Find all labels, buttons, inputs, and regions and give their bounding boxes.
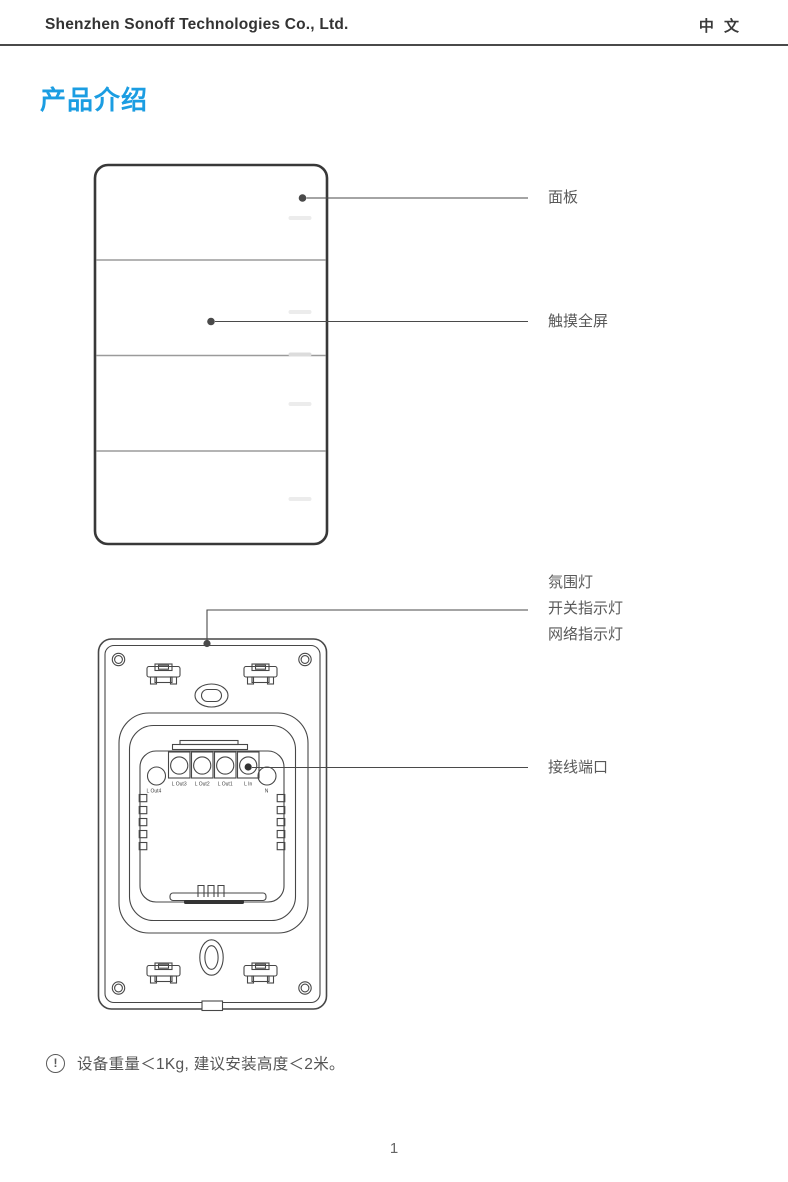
module-side-notches [138,793,286,851]
callout-label-panel: 面板 [548,189,579,206]
page-header: Shenzhen Sonoff Technologies Co., Ltd. 中… [0,0,788,46]
switch-module-body [139,750,285,903]
terminal-hole [257,766,277,786]
module-bottom-detail [169,884,267,904]
weight-note: ! 设备重量＜1Kg, 建议安装高度＜2米。 [46,1052,345,1074]
terminal-top-bar [171,743,249,751]
callout-label-ambient-light: 氛围灯 [548,574,594,591]
terminal-top-bar [179,739,239,746]
callout-label-terminal: 接线端口 [548,759,609,776]
screw-icon [111,652,126,667]
callout-dot-touch [207,317,215,326]
terminal-label: L In [244,782,252,788]
panel-dividers [96,259,326,452]
callout-dot-terminal [244,763,252,771]
bottom-tab [201,1000,224,1012]
top-oval-opening [194,683,229,708]
screw-icon [111,981,126,995]
back-plate-inner [104,644,321,1004]
section-title: 产品介绍 [40,85,149,115]
page-number: 1 [389,1140,399,1157]
callout-label-switch-indicator: 开关指示灯 [548,600,624,617]
keyhole-slot [199,939,224,976]
screw-icon [298,652,312,667]
clip-icon [243,962,278,984]
terminal-cells [146,751,277,786]
back-panel-diagram: L Out3 L Out2 L Out1 L In L Out4 N [97,609,528,1012]
callout-dot-indicators [203,639,211,648]
clip-icon [146,962,181,984]
terminal-hole [216,756,235,775]
touch-indicator-dashes [288,216,312,501]
mounting-clips [146,663,278,984]
callout-dot-panel [298,194,307,202]
back-plate-outer [97,638,328,1010]
screw-icon [298,981,312,995]
terminal-hole [146,766,167,786]
front-panel-outline [93,163,329,546]
terminal-label: L Out2 [195,782,210,788]
recess-inner [128,724,297,922]
note-text: 设备重量＜1Kg, 建议安装高度＜2米。 [77,1056,345,1073]
clip-icon [146,663,181,685]
front-callouts [207,194,528,326]
terminal-labels: L Out3 L Out2 L Out1 L In L Out4 N [147,782,269,795]
callout-line-indicators [206,609,528,640]
company-name: Shenzhen Sonoff Technologies Co., Ltd. [45,16,349,33]
terminal-hole [193,756,212,775]
back-callouts [203,609,528,771]
terminal-label: L Out4 [147,789,162,795]
language-label: 中 文 [698,17,742,35]
front-panel-diagram [93,163,528,546]
terminal-label: N [265,789,269,795]
terminal-label: L Out3 [172,782,187,788]
terminal-hole [170,756,189,775]
terminal-label: L Out1 [218,782,233,788]
callout-label-indicators: 氛围灯 开关指示灯 网络指示灯 [548,570,623,648]
terminal-hole [239,756,258,775]
corner-screws [111,652,312,995]
exclamation-circle-icon: ! [46,1053,65,1073]
clip-icon [243,663,278,685]
callout-label-network-indicator: 网络指示灯 [548,626,624,643]
callout-label-touch: 触摸全屏 [548,313,609,330]
recess-outer [118,712,309,934]
